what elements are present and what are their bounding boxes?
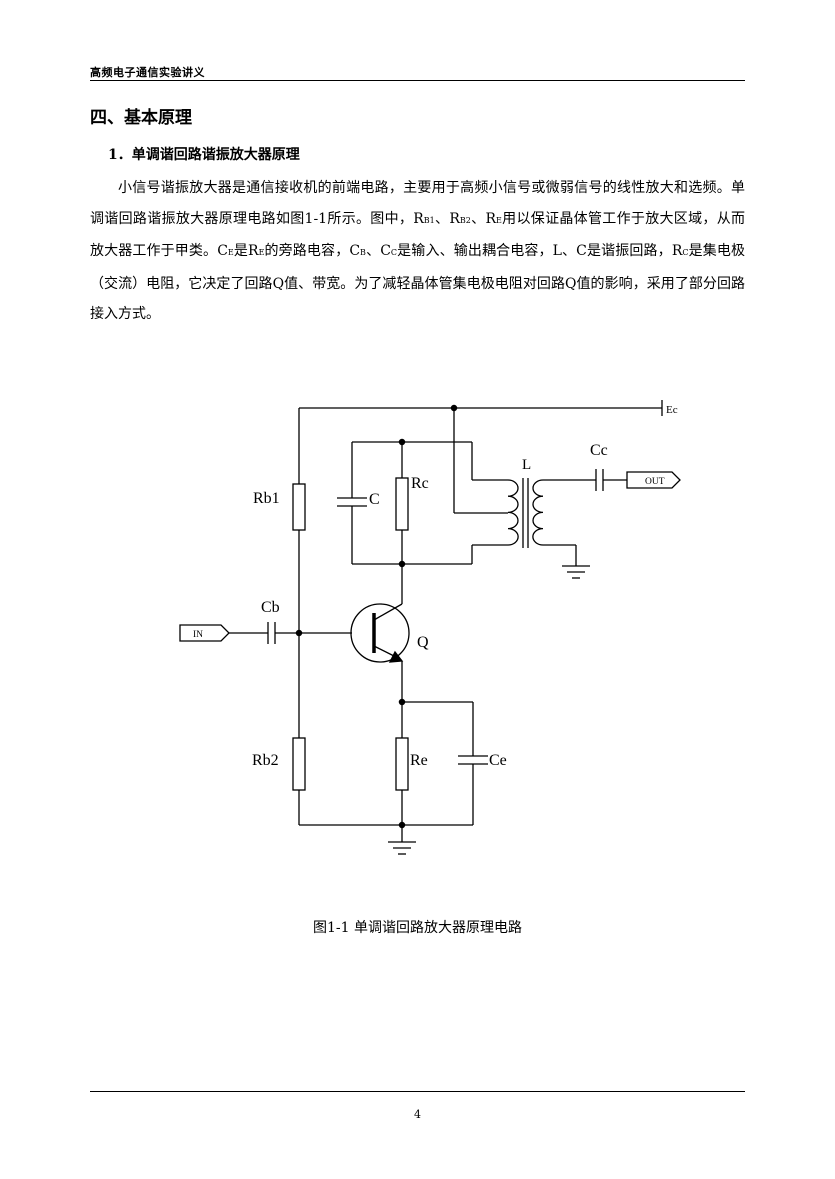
transistor-collector: [373, 603, 403, 621]
primary-winding: [507, 479, 519, 546]
rb1-label: Rb1: [253, 490, 280, 507]
paragraph-text: 用以保证晶体管工作于放大区域，从而放大器工作于甲类。: [90, 210, 746, 260]
rb2-subscript: B2: [459, 215, 471, 225]
cb-symbol: C: [349, 243, 361, 259]
in-label: IN: [193, 630, 203, 640]
cb-label: Cb: [261, 599, 280, 616]
header-rule: [90, 80, 745, 81]
body-paragraph: 小信号谐振放大器是通信接收机的前端电路，主要用于高频小信号或微弱信号的线性放大和…: [90, 173, 745, 330]
cc-subscript: C: [390, 248, 398, 257]
separator: 、: [365, 243, 381, 259]
paragraph-text: 是集电极（交流）电阻，它决定了回路Q值、带宽。为了减轻晶体管集电极电阻对回路Q值…: [90, 243, 746, 322]
secondary-winding: [532, 479, 544, 546]
footer-rule: [90, 1091, 745, 1092]
ce-symbol: C: [217, 243, 228, 259]
ce-label: Ce: [489, 752, 507, 769]
cc-symbol: C: [380, 243, 391, 259]
rb2-symbol: R: [449, 210, 460, 227]
c-label: C: [369, 491, 380, 508]
rc-subscript: C: [682, 248, 689, 257]
figure-caption: 图1-1 单调谐回路放大器原理电路: [313, 920, 522, 936]
re-resistor: [395, 737, 409, 791]
q-label: Q: [417, 634, 429, 651]
re-subscript: E: [496, 215, 502, 225]
rb1-resistor: [292, 483, 306, 531]
transistor-body: [350, 603, 410, 663]
ec-label: Ec: [666, 404, 678, 416]
paragraph-text: 小信号谐振放大器是通信接收机的前端电路，主要用于高频小信号或微弱信号的线性放大和…: [90, 180, 745, 227]
re-subscript: E: [258, 248, 265, 257]
paragraph-text: 的旁路电容，: [264, 243, 350, 259]
ce-subscript: E: [227, 248, 234, 257]
subsection-title: 1．单调谐回路谐振放大器原理: [108, 147, 300, 163]
rc-symbol: R: [671, 243, 683, 259]
l-label: L: [522, 457, 531, 473]
input-connector: [179, 624, 230, 642]
separator: 、: [470, 210, 486, 227]
rc-label: Rc: [411, 475, 429, 492]
cb-subscript: B: [360, 248, 366, 257]
rc-resistor: [395, 477, 409, 531]
rb1-subscript: B1: [423, 215, 435, 225]
re-symbol: R: [248, 243, 259, 259]
emitter-arrow: [388, 650, 404, 663]
re-label: Re: [410, 752, 428, 769]
re-symbol: R: [485, 210, 497, 227]
output-connector: [626, 471, 681, 489]
page-number: 4: [414, 1108, 421, 1121]
section-title: 四、基本原理: [90, 108, 192, 128]
out-label: OUT: [645, 477, 665, 487]
paragraph-text: 是输入、输出耦合电容，L、C是谐振回路，: [397, 243, 672, 259]
rb2-label: Rb2: [252, 752, 279, 769]
running-header: 高频电子通信实验讲义: [90, 66, 205, 79]
rb2-resistor: [292, 737, 306, 791]
amplifier-circuit-diagram: Ec L Cc OUT Rc C Rb1 Cb IN Q Rb2 Re Ce: [179, 400, 681, 855]
paragraph-text: 是: [233, 243, 249, 259]
separator: 、: [434, 210, 450, 227]
rb1-symbol: R: [413, 210, 424, 227]
cc-label: Cc: [590, 442, 608, 459]
